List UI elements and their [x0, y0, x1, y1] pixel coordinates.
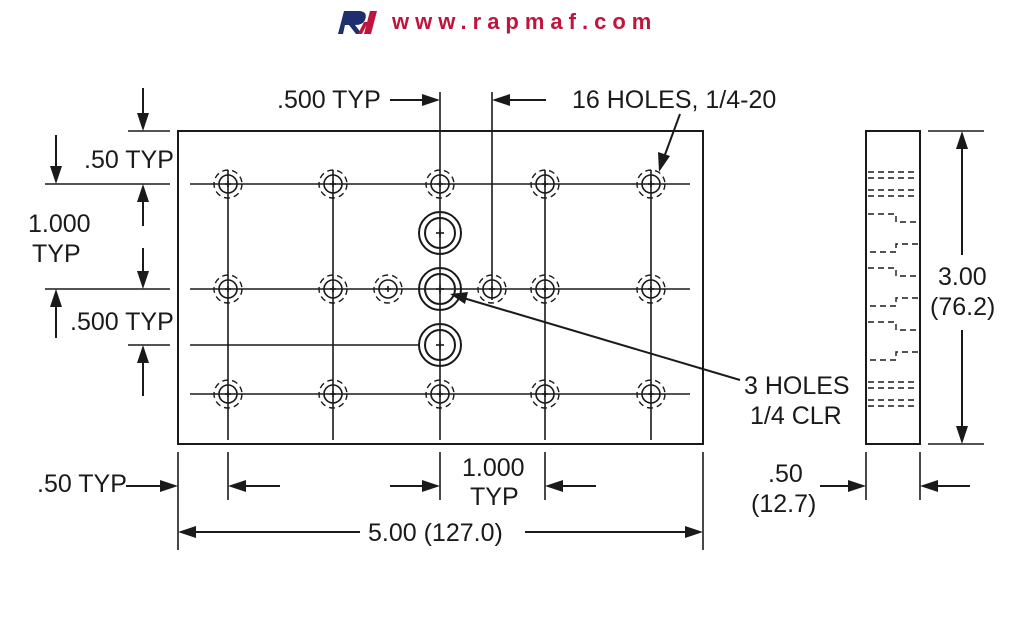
height-metric: (76.2): [930, 293, 995, 321]
height-value: 3.00: [938, 263, 987, 291]
clearance-hole: [418, 323, 462, 367]
col-spacing-typ: TYP: [470, 483, 519, 511]
thickness-value: .50: [768, 460, 803, 488]
front-view: [177, 92, 704, 445]
clearance-holes-callout: 3 HOLES 1/4 CLR: [450, 292, 850, 430]
top-spacing-label: .500 TYP: [277, 86, 381, 114]
brand-url[interactable]: www.rapmaf.com: [391, 9, 657, 34]
tapped-hole: [636, 274, 666, 304]
tapped-hole: [530, 274, 560, 304]
tapped-hole: [318, 379, 348, 409]
tapped-hole: [318, 169, 348, 199]
row-spacing-typ: TYP: [32, 240, 81, 268]
side-view: 3.00 (76.2) .50 (12.7): [751, 130, 995, 518]
col-spacing-value: 1.000: [462, 454, 525, 482]
tapped-holes-callout: 16 HOLES, 1/4-20: [572, 86, 776, 172]
half-spacing-label: .500 TYP: [70, 308, 174, 336]
overall-length-label: 5.00 (127.0): [368, 519, 503, 547]
tapped-hole: [530, 379, 560, 409]
bottom-edge-offset-label: .50 TYP: [37, 470, 127, 498]
tapped-hole: [425, 379, 455, 409]
brand-header: www.rapmaf.com: [334, 9, 657, 35]
tapped-hole: [373, 274, 403, 304]
bottom-dimensions: .50 TYP 1.000 TYP 5.00 (127.0): [37, 452, 704, 550]
clearance-holes-size: 1/4 CLR: [750, 402, 842, 430]
top-spacing-dimension: .500 TYP: [277, 86, 546, 114]
tapped-hole: [530, 169, 560, 199]
clearance-hole: [418, 211, 462, 255]
tapped-holes-callout-label: 16 HOLES, 1/4-20: [572, 86, 776, 114]
tapped-holes: [213, 169, 666, 409]
tapped-hole: [425, 169, 455, 199]
tapped-hole: [213, 274, 243, 304]
thickness-metric: (12.7): [751, 490, 816, 518]
clearance-hole: [418, 267, 462, 311]
tapped-hole: [318, 274, 348, 304]
side-outline: [865, 130, 921, 445]
tapped-hole: [213, 379, 243, 409]
clearance-holes-count: 3 HOLES: [744, 372, 850, 400]
tapped-hole: [636, 379, 666, 409]
rapmaf-logo-icon: [334, 9, 378, 35]
left-dimensions: .50 TYP 1.000 TYP .500 TYP: [28, 88, 174, 396]
tapped-hole: [213, 169, 243, 199]
clearance-holes: [418, 211, 462, 367]
tapped-hole: [477, 274, 507, 304]
tapped-hole: [636, 169, 666, 199]
edge-offset-label: .50 TYP: [84, 146, 174, 174]
row-spacing-value: 1.000: [28, 210, 91, 238]
